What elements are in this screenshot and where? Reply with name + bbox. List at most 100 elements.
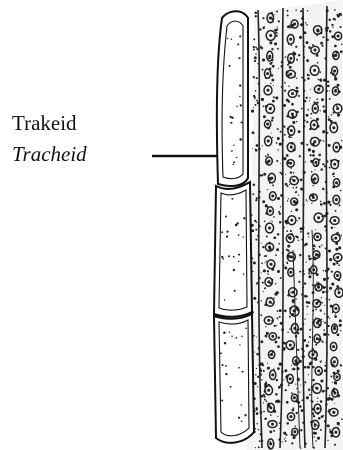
stipple-dot (278, 243, 280, 245)
stipple-dot (335, 19, 336, 20)
stipple-dot (255, 53, 256, 54)
pit-aperture (267, 89, 269, 91)
stipple-dot (256, 336, 257, 337)
stipple-dot (265, 155, 267, 157)
pit-aperture (268, 281, 270, 283)
cell-dot (221, 231, 223, 233)
pit-aperture (314, 424, 316, 426)
stipple-dot (285, 183, 288, 186)
stipple-dot (327, 424, 330, 427)
cell-dot (224, 299, 225, 300)
stipple-dot (328, 144, 331, 147)
stipple-dot (327, 201, 330, 204)
stipple-dot (256, 144, 259, 147)
stipple-dot (308, 341, 309, 342)
pit-aperture (269, 246, 271, 248)
stipple-dot (314, 422, 315, 423)
pit-aperture (291, 219, 293, 221)
stipple-dot (267, 189, 268, 190)
stipple-dot (265, 326, 266, 327)
stipple-dot (298, 217, 300, 219)
stipple-dot (329, 30, 332, 33)
stipple-dot (296, 412, 298, 414)
stipple-dot (306, 97, 308, 99)
stipple-dot (263, 173, 266, 176)
stipple-dot (291, 137, 292, 138)
stipple-dot (278, 20, 280, 22)
stipple-dot (339, 26, 341, 28)
stipple-dot (323, 286, 325, 288)
pit-aperture (271, 354, 273, 356)
stipple-dot (290, 292, 291, 293)
stipple-dot (308, 272, 310, 274)
stipple-dot (306, 121, 308, 123)
stipple-dot (272, 221, 273, 222)
stipple-dot (276, 10, 278, 12)
stipple-dot (292, 369, 293, 370)
stipple-dot (307, 314, 308, 315)
pit-aperture (293, 397, 295, 399)
pit-aperture (290, 256, 292, 258)
stipple-dot (254, 15, 256, 17)
stipple-dot (262, 246, 264, 248)
stipple-dot (295, 383, 296, 384)
pit-aperture (333, 361, 335, 363)
pit-aperture (338, 292, 340, 294)
stipple-dot (320, 379, 323, 382)
pit-aperture (269, 55, 271, 57)
pit-aperture (316, 387, 318, 389)
stipple-dot (296, 78, 297, 79)
cell-dot (238, 234, 240, 236)
stipple-dot (315, 246, 316, 247)
stipple-dot (299, 155, 301, 157)
stipple-dot (285, 174, 286, 175)
pit-aperture (290, 271, 292, 273)
stipple-dot (320, 79, 323, 82)
stipple-dot (286, 401, 289, 404)
stipple-dot (320, 110, 321, 111)
cell-dot (234, 290, 236, 292)
stipple-dot (331, 227, 333, 229)
stipple-dot (317, 62, 319, 64)
stipple-dot (308, 255, 310, 257)
stipple-dot (257, 423, 259, 425)
stipple-dot (267, 273, 269, 275)
stipple-dot (284, 309, 287, 312)
stipple-dot (310, 89, 311, 90)
stipple-dot (328, 116, 329, 117)
stipple-dot (277, 33, 278, 34)
stipple-dot (287, 185, 289, 187)
stipple-dot (309, 362, 312, 365)
stipple-dot (284, 82, 286, 84)
stipple-dot (327, 325, 329, 327)
pit-aperture (317, 408, 319, 410)
stipple-dot (291, 211, 292, 212)
stipple-dot (271, 132, 272, 133)
pit-aperture (317, 29, 319, 31)
stipple-dot (335, 314, 336, 315)
stipple-dot (312, 366, 314, 368)
stipple-dot (300, 231, 302, 233)
stipple-dot (312, 154, 315, 157)
stipple-dot (252, 271, 253, 272)
pit-aperture (335, 308, 337, 310)
stipple-dot (276, 325, 277, 326)
stipple-dot (273, 216, 275, 218)
pit-aperture (268, 160, 270, 162)
stipple-dot (322, 163, 324, 165)
stipple-dot (292, 121, 295, 124)
stipple-dot (255, 239, 257, 241)
stipple-dot (262, 395, 264, 397)
pit-aperture (316, 302, 318, 304)
cell-dot (238, 417, 240, 419)
stipple-dot (327, 80, 329, 82)
cell-dot (221, 400, 223, 402)
stipple-dot (334, 403, 335, 404)
stipple-dot (327, 440, 328, 441)
pit-aperture (335, 237, 337, 239)
stipple-dot (309, 336, 311, 338)
stipple-dot (262, 17, 264, 19)
cell-dot (239, 35, 241, 37)
stipple-dot (288, 85, 289, 86)
pit-aperture (270, 35, 272, 37)
